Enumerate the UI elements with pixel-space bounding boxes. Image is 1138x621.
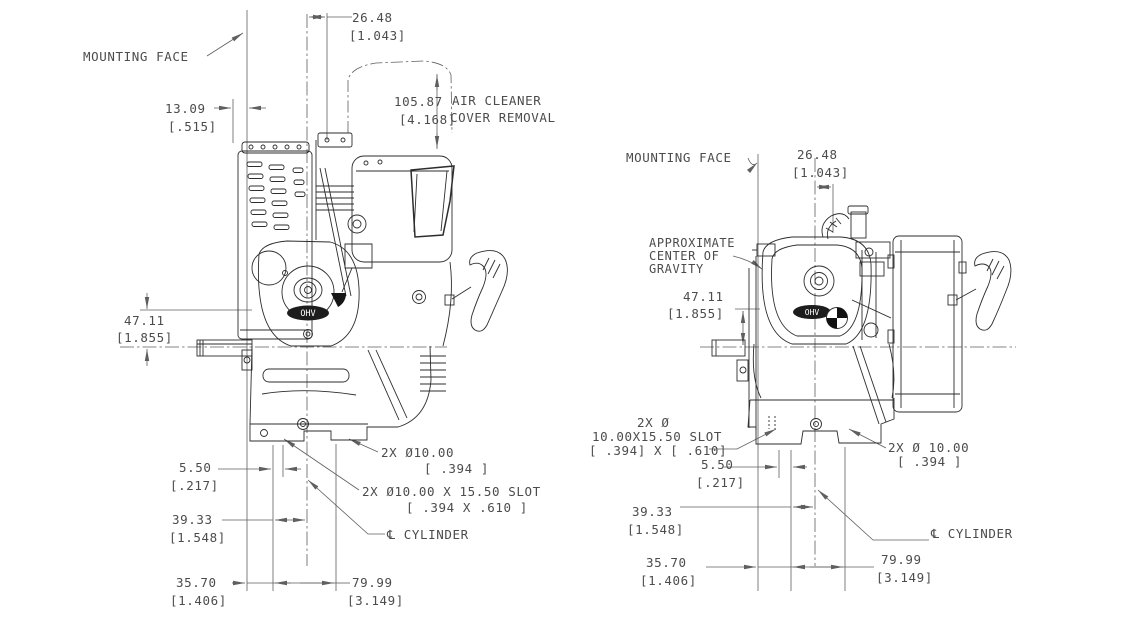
air-cleaner-note-line2: COVER REMOVAL <box>450 110 556 125</box>
right-dim-4711-in: [1.855] <box>667 306 724 321</box>
left-dim-550-mm: 5.50 <box>179 460 212 475</box>
right-slot-leader <box>709 428 777 450</box>
right-callout-cylinder: ℄ CYLINDER <box>931 526 1013 541</box>
air-cleaner-cover <box>410 165 455 238</box>
left-dim-550-in: [.217] <box>170 478 219 493</box>
ohv-badge-text: OHV <box>805 308 820 317</box>
left-dim-2648-mm: 26.48 <box>352 10 393 25</box>
starter-handle <box>469 250 508 332</box>
ohv-badge <box>287 305 329 321</box>
cg-label-line3: GRAVITY <box>649 262 704 276</box>
left-dim-1309-mm: 13.09 <box>165 101 206 116</box>
air-cleaner-open-phantom <box>347 60 453 134</box>
left-dim-3933-in: [1.548] <box>169 530 226 545</box>
right-dim-7999-in: [3.149] <box>876 570 933 585</box>
blower-housing <box>761 236 872 345</box>
cg-label-line2: CENTER OF <box>649 249 720 263</box>
right-dim-550-in: [.217] <box>696 475 745 490</box>
right-dim-3570-in: [1.406] <box>640 573 697 588</box>
left-callout-holes-line1: 2X Ø10.00 <box>381 445 455 460</box>
right-dim-3933-mm: 39.33 <box>632 504 673 519</box>
muffler <box>237 150 313 340</box>
right-dim-4711-mm: 47.11 <box>683 289 724 304</box>
air-cleaner-note-line1: AIR CLEANER <box>452 93 542 108</box>
left-dim-7999-in: [3.149] <box>347 593 404 608</box>
side-fins <box>420 355 446 392</box>
left-holes-leader <box>348 438 379 453</box>
right-dim-2648-mm: 26.48 <box>797 147 838 162</box>
right-dim-7999-mm: 79.99 <box>881 552 922 567</box>
left-engine-view: OHV <box>196 132 508 442</box>
left-dim-1309-in: [.515] <box>168 119 217 134</box>
mounting-hole <box>260 429 268 437</box>
center-of-gravity-leader <box>732 255 763 270</box>
right-callout-slot-line1: 2X Ø <box>637 415 670 430</box>
right-mounting-face-leader <box>746 157 758 174</box>
left-callout-cylinder: ℄ CYLINDER <box>387 527 469 542</box>
center-of-gravity-symbol <box>826 307 848 329</box>
left-mounting-face-label: MOUNTING FACE <box>83 49 189 64</box>
blower-housing <box>257 240 360 347</box>
left-dim-2648-in: [1.043] <box>349 28 406 43</box>
left-dim-4711-in: [1.855] <box>116 330 173 345</box>
left-dim-10587-in: [4.168] <box>399 112 456 127</box>
left-dim-10587-mm: 105.87 <box>394 94 443 109</box>
pto-shaft <box>196 339 253 357</box>
left-dim-3570-in: [1.406] <box>170 593 227 608</box>
left-dim-7999-mm: 79.99 <box>352 575 393 590</box>
ohv-badge <box>793 305 831 319</box>
left-dim-3933-mm: 39.33 <box>172 512 213 527</box>
cg-label-line1: APPROXIMATE <box>649 236 736 250</box>
right-dim-550-mm: 5.50 <box>701 457 734 472</box>
crankcase <box>747 398 895 445</box>
left-callout-slot-line1: 2X Ø10.00 X 15.50 SLOT <box>362 484 541 499</box>
crankcase <box>249 345 432 442</box>
left-mounting-face-leader <box>206 32 244 57</box>
left-callout-slot-line2: [ .394 X .610 ] <box>406 500 528 515</box>
right-dim-2648-in: [1.043] <box>792 165 849 180</box>
right-callout-holes-line1: 2X Ø 10.00 <box>888 440 970 455</box>
fuel-line <box>821 213 850 238</box>
ohv-badge-text: OHV <box>300 309 315 319</box>
left-dim-3570-mm: 35.70 <box>176 575 217 590</box>
carburetor <box>347 214 367 234</box>
right-callout-slot-line3: [ .394] X [ .610] <box>589 443 728 458</box>
right-callout-holes-line2: [ .394 ] <box>897 454 963 469</box>
starter-handle <box>974 251 1012 331</box>
right-engine-view: OHV <box>711 205 1012 445</box>
left-callout-holes-line2: [ .394 ] <box>424 461 490 476</box>
right-dim-3933-in: [1.548] <box>627 522 684 537</box>
muffler-louvers <box>246 161 306 230</box>
right-cylinder-leader <box>817 489 929 541</box>
dimension-lines <box>120 10 1016 591</box>
right-mounting-face-label: MOUNTING FACE <box>626 150 732 165</box>
right-callout-slot-line2: 10.00X15.50 SLOT <box>592 429 723 444</box>
left-cylinder-leader <box>307 479 385 535</box>
fuel-tank <box>351 155 453 263</box>
air-cleaner-box <box>892 235 963 413</box>
left-slot-leader <box>283 438 360 491</box>
left-dim-4711-mm: 47.11 <box>124 313 165 328</box>
cooling-fins <box>316 185 354 211</box>
right-dim-3570-mm: 35.70 <box>646 555 687 570</box>
pto-shaft-stub <box>711 339 746 357</box>
right-holes-leader <box>848 428 887 449</box>
